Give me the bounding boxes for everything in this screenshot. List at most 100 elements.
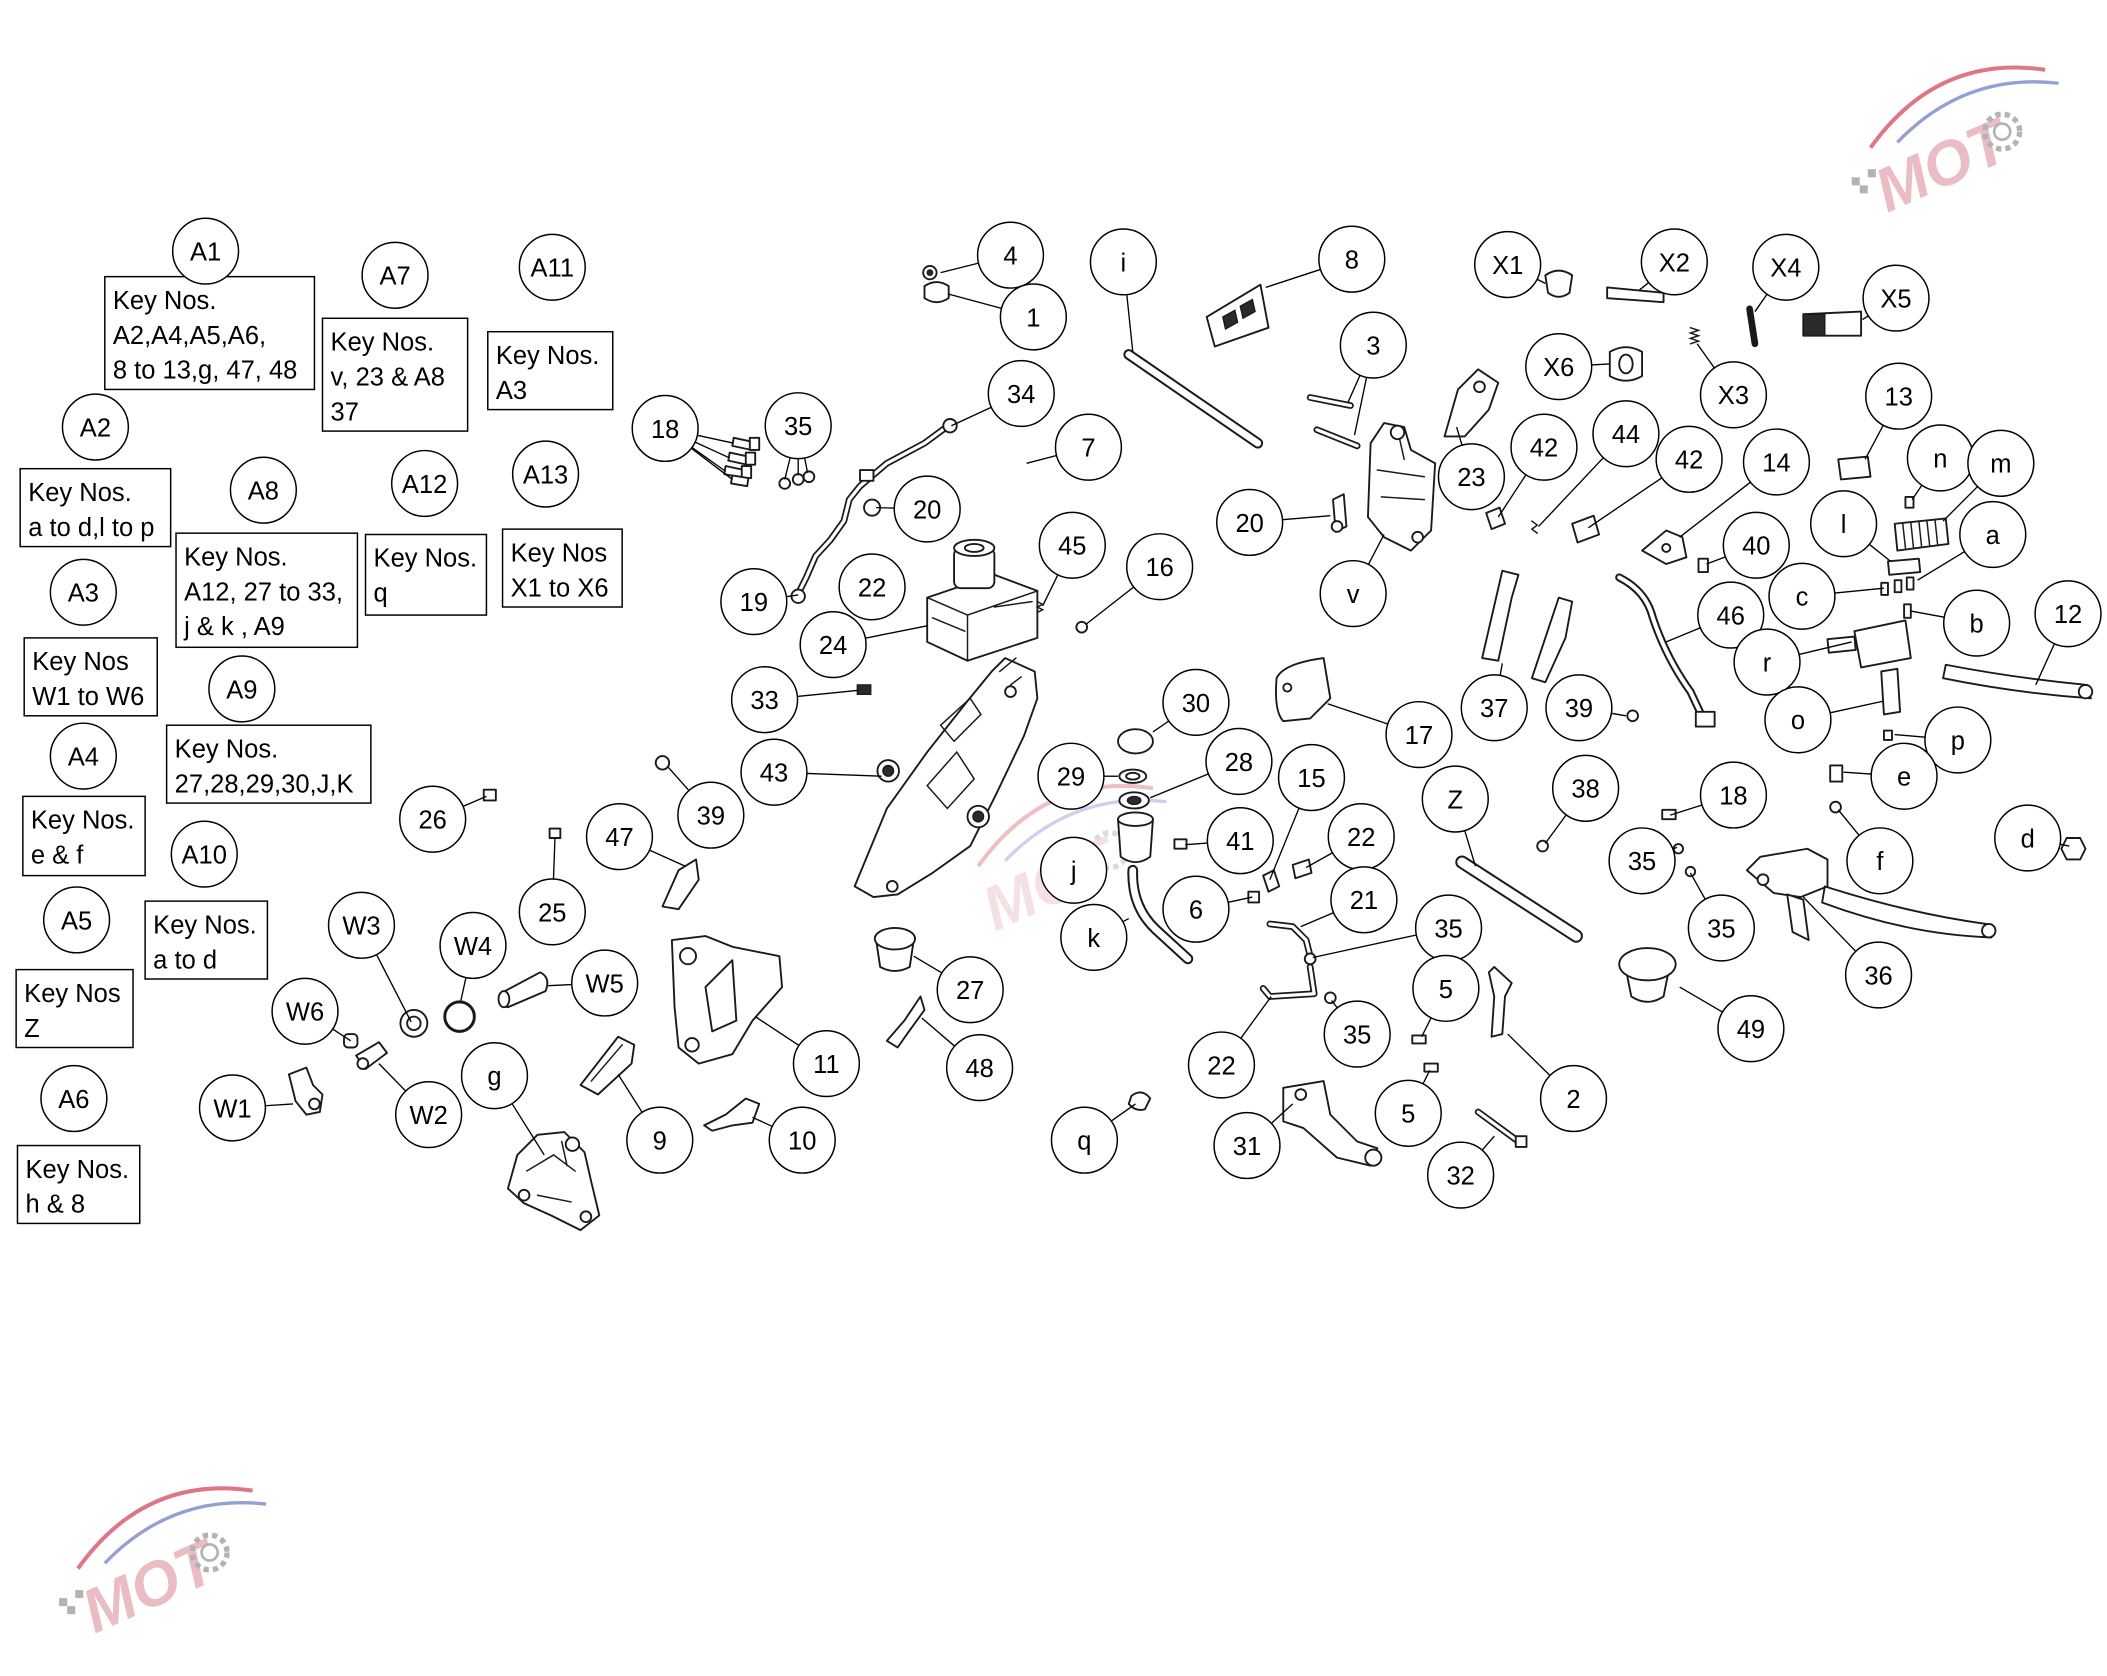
callout-a6: A6 [40,1064,108,1133]
key-box-frame [15,968,134,1049]
leader-line [913,955,943,974]
callout-circle [61,393,130,461]
leader-line [921,1017,956,1047]
callout-label: 43 [760,760,788,788]
callout-44: 44 [1592,400,1660,468]
callout-circle [936,956,1004,1024]
callout-circle [1924,706,1992,774]
part-grommet [923,281,950,304]
callout-label: v [1347,581,1360,609]
callout-circle [1742,428,1811,496]
callout-label: 26 [418,807,446,835]
callout-label: 34 [1007,381,1035,409]
key-box-line: Key Nos [32,648,128,676]
leader-line [1591,363,1610,366]
callout-a1: A1 [171,217,240,285]
callout-label: W4 [454,933,492,961]
part-clutch-master-cylinder [1826,619,1912,716]
callout-label: 35 [1343,1021,1371,1049]
callout-circle [1162,668,1230,737]
callout-label: n [1933,445,1947,473]
callout-circle [799,610,867,679]
callout-circle [1699,361,1768,429]
callout-circle [49,558,117,626]
callout-w3: W3 [327,891,396,959]
callout-label: i [1121,249,1127,277]
callout-v: v [1319,559,1387,628]
callout-label: 5 [1439,976,1453,1004]
callout-label: 8 [1345,247,1359,275]
callout-41: 41 [1206,807,1274,875]
callout-label: 36 [1864,962,1892,990]
leader-line [1706,556,1726,565]
part-bracket-10 [703,1097,761,1132]
leader-line [1911,484,1923,500]
leader-line [752,1116,773,1128]
callout-circle [1846,827,1914,895]
callout-circle [945,1034,1014,1102]
callout-18: 18 [1699,761,1768,829]
callout-a8: A8 [229,456,298,524]
callout-label: c [1796,584,1809,612]
part-reservoir-hose [1127,864,1194,965]
callout-label: 1 [1026,304,1040,332]
callout-circle [327,891,396,959]
callout-label: 23 [1457,464,1485,492]
key-box-frame [144,900,269,980]
callout-a9: A9 [208,655,276,723]
part-caliper-bolts [1306,394,1361,450]
key-box-line: Key Nos [24,980,120,1008]
leader-line [694,441,730,459]
callout-42: 42 [1655,425,1723,493]
callout-circle [390,449,459,518]
callout-39: 39 [1545,674,1613,742]
leader-line [1347,374,1361,404]
callout-circle [1216,488,1284,557]
callout-circle [1038,511,1106,579]
key-box: Key Nos.A2,A4,A5,A6,8 to 13,g, 47, 48 [104,275,316,391]
callout-label: 18 [651,416,679,444]
callout-10: 10 [768,1106,836,1174]
part-reservoir-cap [1618,947,1677,1003]
leader-line [1798,641,1852,656]
callout-label: A12 [402,471,447,499]
part-x4-pin [1746,305,1759,348]
callout-label: 47 [605,824,633,852]
key-box-line: Key Nos. [331,329,435,357]
key-box-line: Key Nos. [374,545,478,573]
leader-line [1837,809,1860,836]
key-box-line: Z [24,1015,40,1043]
callout-circle [518,878,586,946]
callout-label: A2 [80,414,111,442]
leader-line [1481,1135,1495,1151]
callout-circle [2034,580,2102,648]
callout-label: 13 [1885,384,1913,412]
callout-circle [1865,362,1933,430]
callout-a13: A13 [511,440,580,508]
callout-22: 22 [1187,1031,1256,1099]
callout-g: g [460,1042,529,1110]
callout-34: 34 [987,359,1055,428]
leader-line [948,293,1002,310]
leader-line [1544,814,1567,844]
part-screw [1075,620,1089,634]
key-box-line: Key Nos. [31,807,135,835]
leader-line [2035,643,2056,686]
callout-label: m [1990,451,2011,479]
callout-19: 19 [720,568,788,636]
part-washer-w3 [399,1008,429,1038]
callout-circle [399,785,467,853]
key-box-line: q [374,580,388,608]
key-number-boxes: Key Nos.A2,A4,A5,A6,8 to 13,g, 47, 48 Key… [15,275,623,1225]
watermark-logo-top-right: MOT [1851,65,2059,226]
callout-49: 49 [1717,995,1785,1063]
callout-26: 26 [399,785,467,853]
leader-line [1665,627,1701,643]
leader-line [1497,474,1527,518]
part-clips-42-44 [1485,506,1601,544]
part-plate [1205,283,1270,348]
part-front-caliper [506,1131,601,1232]
callout-28: 28 [1205,727,1273,796]
